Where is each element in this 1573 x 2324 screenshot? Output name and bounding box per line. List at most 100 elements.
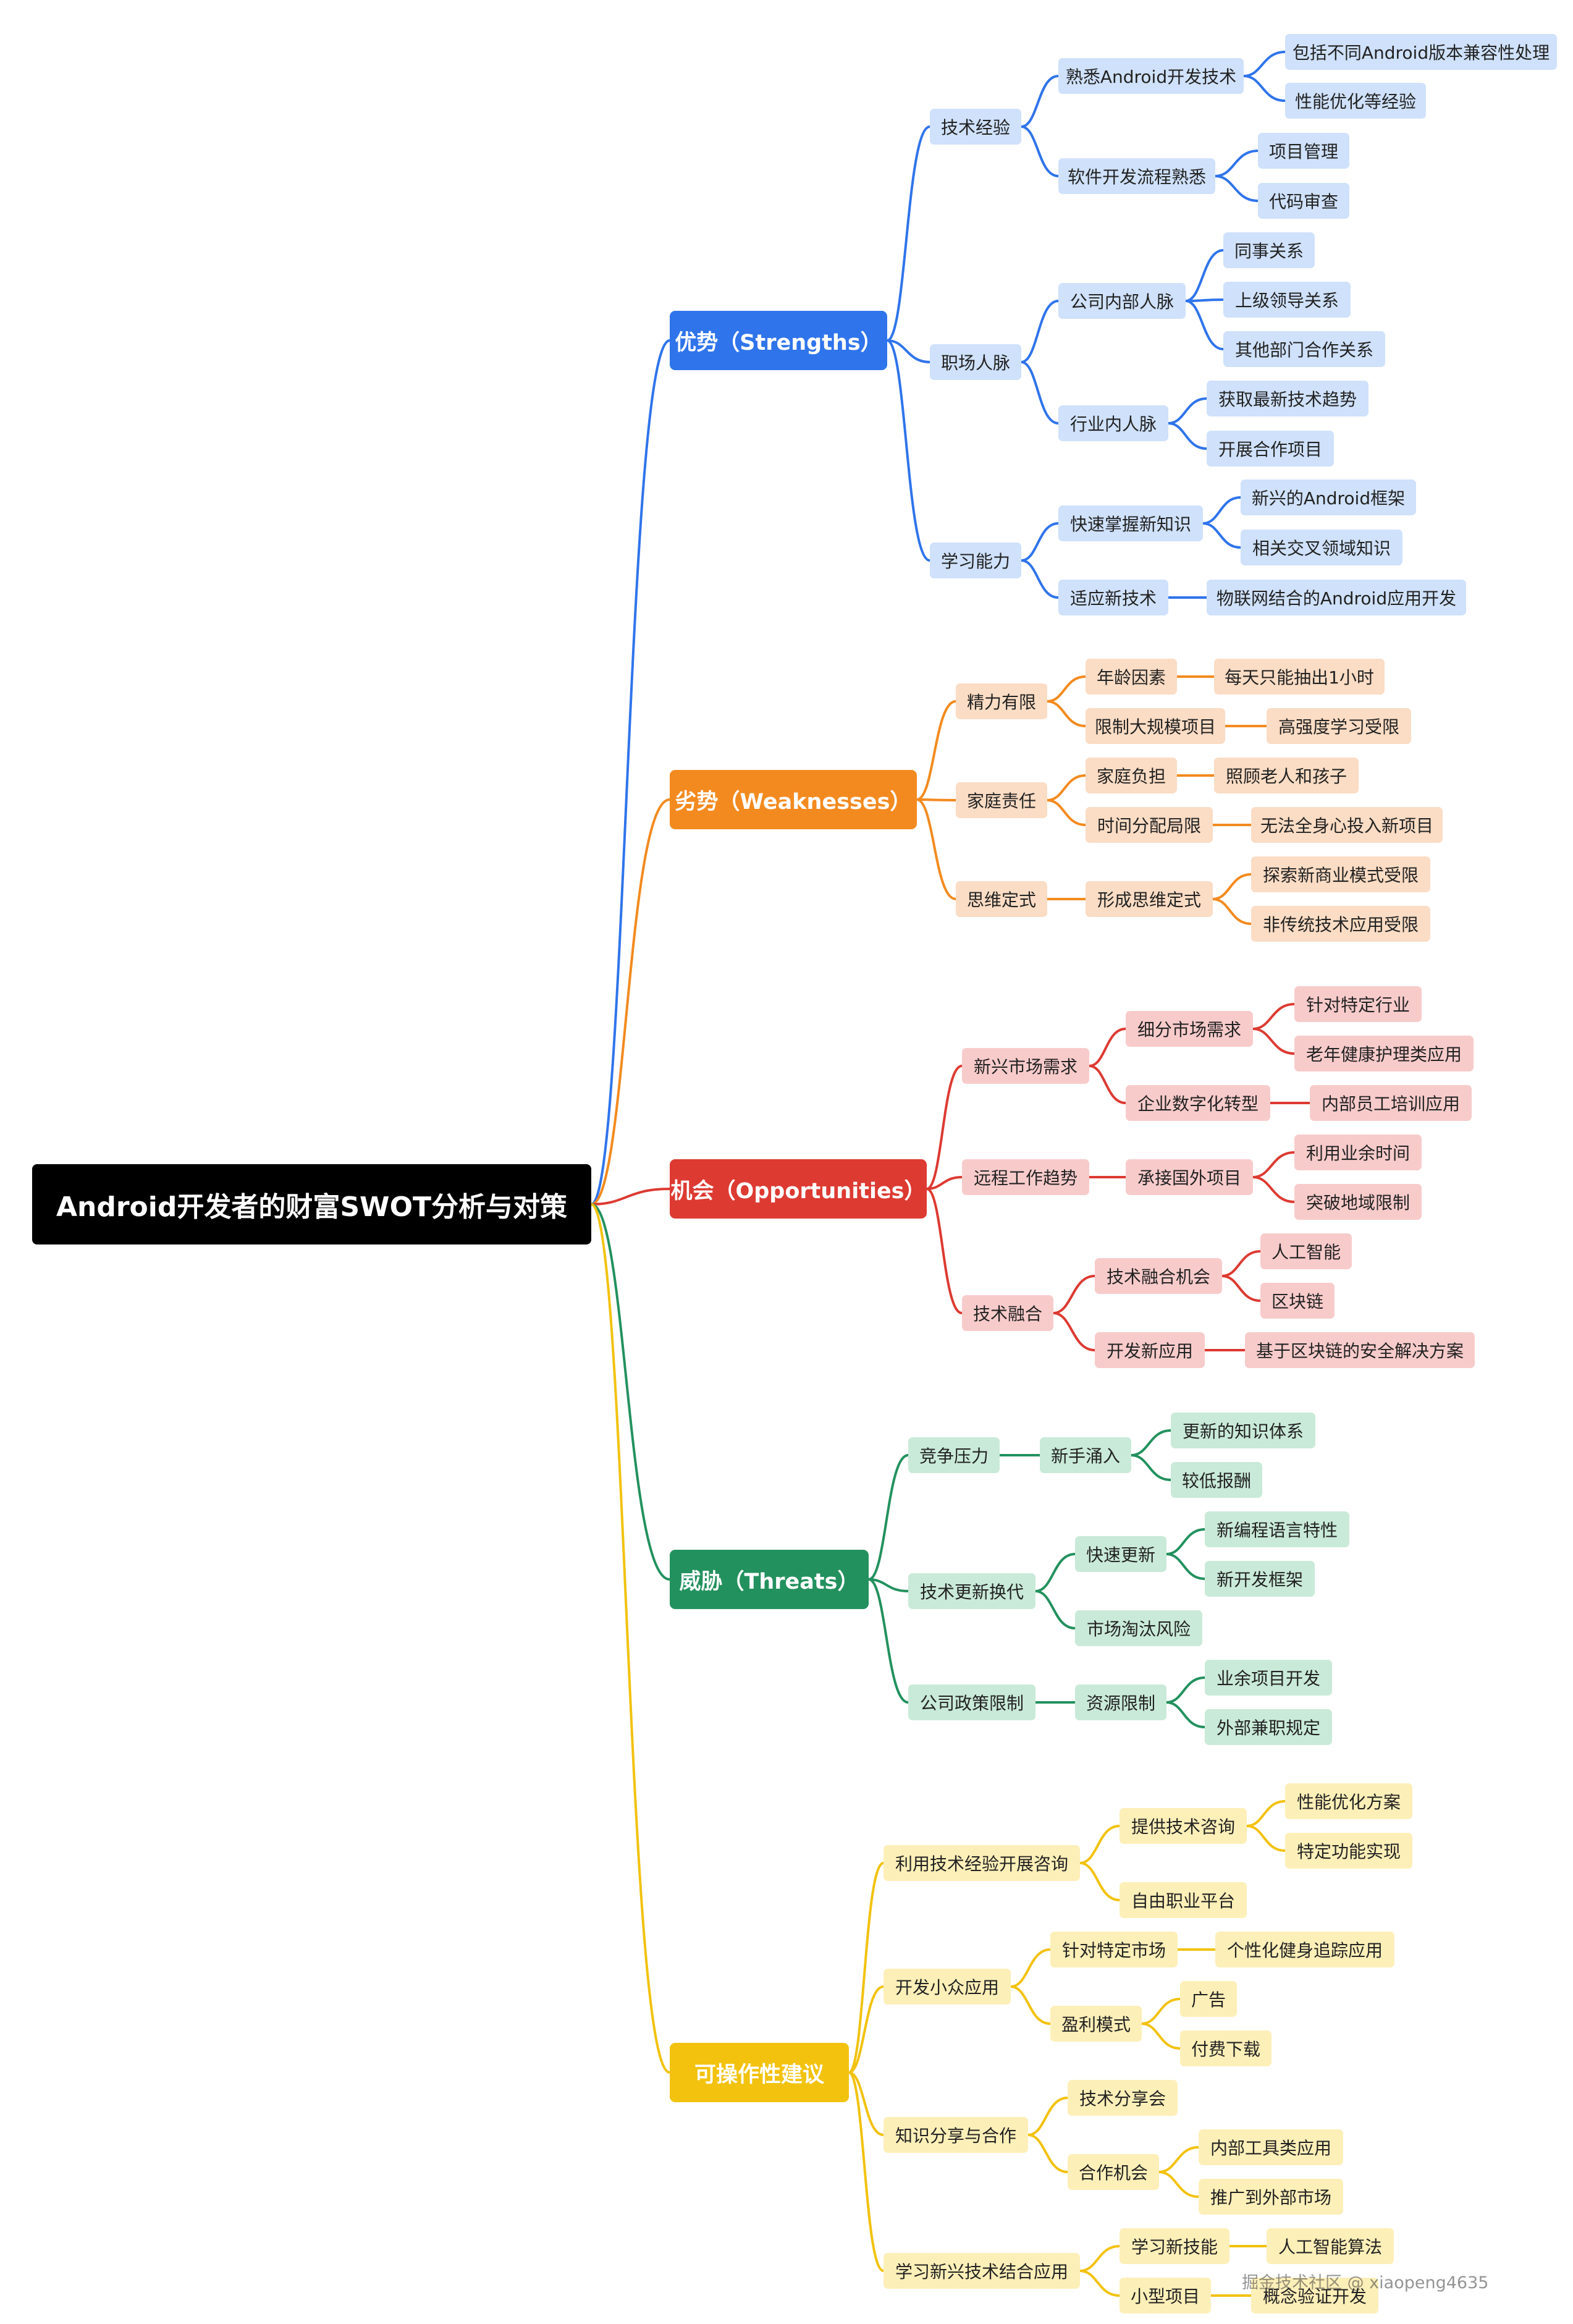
connector [1079,2245,1120,2272]
strengths-compat: 包括不同Android版本兼容性处理 [1285,34,1557,70]
threats-pay: 较低报酬 [1171,1462,1262,1498]
connector [1168,422,1207,450]
connector [1131,1454,1171,1481]
threats-lang: 新编程语言特性 [1205,1511,1349,1547]
connector [591,1203,670,1581]
opportunities-newapp: 开发新应用 [1095,1332,1205,1368]
opportunities-industry: 针对特定行业 [1294,986,1422,1022]
connector [1212,898,1252,925]
actions-learn: 学习新兴技术结合应用 [883,2253,1080,2289]
strengths-other: 其他部门合作关系 [1223,331,1385,367]
actions-skills: 学习新技能 [1120,2228,1229,2264]
threats-knowledge: 更新的知识体系 [1171,1413,1315,1448]
connector [1243,75,1286,102]
connector [1053,1275,1095,1314]
connector [1215,175,1259,202]
connector [1185,298,1224,302]
actions-profit: 盈利模式 [1050,2006,1142,2042]
connector [1021,559,1059,599]
weaknesses-fixed: 形成思维定式 [1086,881,1213,917]
branch-actions: 可操作性建议 [670,2043,849,2102]
threats-competition: 竞争压力 [908,1437,1000,1473]
connector [1141,2022,1181,2050]
actions-talk: 技术分享会 [1068,2080,1178,2116]
connector [591,798,670,1206]
connector [1027,2134,1068,2173]
connector [887,339,930,363]
strengths-network: 职场人脉 [930,344,1021,380]
connector [1010,1985,1051,2025]
actions-tools: 内部工具类应用 [1199,2129,1343,2165]
root-topic: Android开发者的财富SWOT分析与对策 [32,1164,591,1244]
threats-fastupdate: 快速更新 [1075,1536,1166,1572]
weaknesses-focus: 无法全身心投入新项目 [1251,807,1443,843]
opportunities-elderly: 老年健康护理类应用 [1294,1036,1474,1071]
weaknesses-limit: 限制大规模项目 [1086,708,1225,744]
threats-policy: 公司政策限制 [908,1684,1035,1720]
connector [1089,1065,1126,1104]
connector [1246,1800,1286,1827]
branch-strengths: 优势（Strengths） [670,311,887,370]
branch-threats: 威胁（Threats） [670,1550,869,1609]
strengths-iot: 物联网结合的Android应用开发 [1207,580,1466,615]
strengths-pm: 项目管理 [1258,133,1349,169]
connector [1166,1676,1205,1704]
connector [916,700,956,801]
connector [926,1176,963,1190]
strengths-framework: 新兴的Android框架 [1241,480,1416,515]
opportunities-niche: 细分市场需求 [1126,1011,1253,1047]
opportunities-market: 新兴市场需求 [962,1048,1089,1084]
strengths-android: 熟悉Android开发技术 [1058,58,1244,94]
actions-freelance: 自由职业平台 [1120,1882,1247,1918]
weaknesses-time: 时间分配局限 [1086,807,1213,843]
opportunities-chance: 技术融合机会 [1095,1258,1222,1294]
threats-outside: 外部兼职规定 [1205,1709,1332,1745]
actions-promote: 推广到外部市场 [1199,2179,1343,2215]
connector [1252,1028,1295,1055]
actions-feature: 特定功能实现 [1285,1833,1412,1869]
connector [1243,51,1286,77]
connector [1252,1003,1295,1030]
actions-niche: 开发小众应用 [883,1969,1011,2005]
connector [1021,75,1059,128]
connector [1158,2146,1199,2173]
connector [1166,1701,1205,1728]
threats-risk: 市场淘汰风险 [1075,1610,1202,1646]
opportunities-training: 内部员工培训应用 [1310,1085,1472,1121]
weaknesses-burden: 家庭负担 [1086,758,1177,793]
connector [1252,1176,1295,1203]
connector [591,1203,670,2074]
opportunities-digital: 企业数字化转型 [1126,1085,1270,1121]
connector [916,798,956,900]
actions-target: 针对特定市场 [1050,1932,1178,1967]
strengths-trends: 获取最新技术趋势 [1207,381,1368,416]
connector [926,1188,963,1314]
connector [1215,150,1259,177]
connector [1158,2171,1199,2198]
threats-fw: 新开发框架 [1205,1561,1315,1597]
actions-ads: 广告 [1180,1981,1237,2017]
weaknesses-family: 家庭责任 [956,782,1047,818]
connector [1079,1825,1120,1864]
connector [1202,522,1241,549]
strengths-adapt: 适应新技术 [1058,580,1168,615]
connector [1221,1275,1261,1302]
threats-newcomers: 新手涌入 [1040,1437,1131,1473]
weaknesses-hour: 每天只能抽出1小时 [1214,659,1385,695]
connector [1047,799,1086,826]
actions-consult: 利用技术经验开展咨询 [883,1845,1080,1881]
connector [1053,1312,1095,1351]
strengths-process: 软件开发流程熟悉 [1058,158,1215,194]
weaknesses-mindset: 思维定式 [956,881,1047,917]
strengths-projects: 开展合作项目 [1207,431,1334,467]
opportunities-remote: 远程工作趋势 [962,1159,1089,1195]
watermark: 掘金技术社区 @ xiaopeng4635 [1242,2273,1489,2292]
connector [591,1188,670,1206]
strengths-perf: 性能优化等经验 [1285,83,1426,119]
strengths-boss: 上级领导关系 [1223,282,1351,318]
actions-fitness: 个性化健身追踪应用 [1215,1932,1394,1967]
connector [1141,1998,1181,2025]
weaknesses-biz: 探索新商业模式受限 [1251,856,1430,892]
connector [848,2071,884,2272]
connector [1185,300,1224,350]
